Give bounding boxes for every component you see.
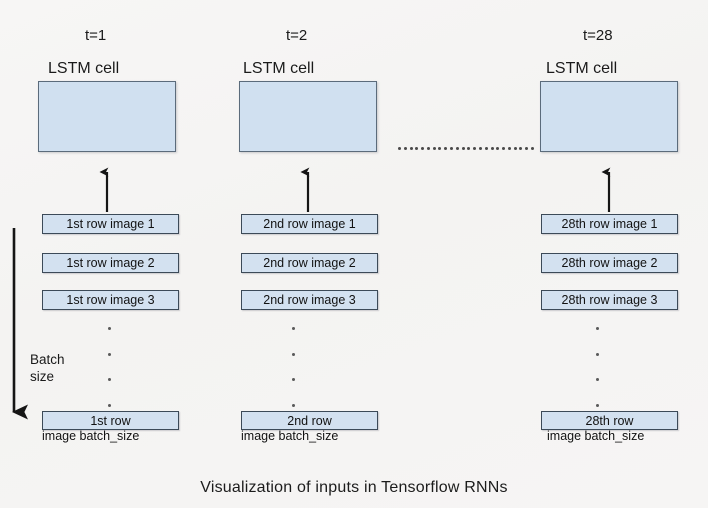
batch-size-label: Batch size	[30, 351, 65, 385]
ellipsis-dot	[507, 146, 511, 150]
row-box-t28-image2[interactable]: 28th row image 2	[541, 253, 678, 273]
ellipsis-dot	[403, 146, 407, 150]
ellipsis-dot	[484, 146, 488, 150]
ellipsis-dot	[519, 146, 523, 150]
row-box-t28-image3[interactable]: 28th row image 3	[541, 290, 678, 310]
row-box-t1-image3[interactable]: 1st row image 3	[42, 290, 179, 310]
ellipsis-dot	[421, 146, 425, 150]
ellipsis-dot	[473, 146, 477, 150]
ellipsis-dot	[461, 146, 465, 150]
row-box-t1-image2[interactable]: 1st row image 2	[42, 253, 179, 273]
lstm-cell-box-t2[interactable]	[239, 81, 377, 152]
lstm-cell-label-t1: LSTM cell	[48, 60, 120, 77]
row-box-t1-last[interactable]: 1st row	[42, 411, 179, 430]
row-box-t2-image2[interactable]: 2nd row image 2	[241, 253, 378, 273]
row-box-t28-last[interactable]: 28th row	[541, 411, 678, 430]
timestep-label-t1: t=1	[85, 27, 107, 44]
ellipsis-dot	[490, 146, 494, 150]
ellipsis-dot	[415, 146, 419, 150]
timestep-label-t28: t=28	[583, 27, 613, 44]
ellipsis-dot	[398, 146, 401, 150]
lstm-cell-box-t1[interactable]	[38, 81, 176, 152]
timestep-label-t2: t=2	[286, 27, 308, 44]
ellipsis-dot	[502, 146, 506, 150]
row-box-t2-last[interactable]: 2nd row	[241, 411, 378, 430]
row-box-t1-image1[interactable]: 1st row image 1	[42, 214, 179, 234]
ellipsis-dot	[530, 146, 534, 150]
ellipsis-dot	[525, 146, 529, 150]
ellipsis-dot	[496, 146, 500, 150]
row-box-t2-image1[interactable]: 2nd row image 1	[241, 214, 378, 234]
ellipsis-dot	[444, 146, 448, 150]
batch-size-label-line1: Batch	[30, 352, 65, 367]
ellipsis-dot	[455, 146, 459, 150]
figure-caption: Visualization of inputs in Tensorflow RN…	[200, 479, 508, 496]
horizontal-ellipsis	[398, 145, 534, 151]
lstm-cell-label-t2: LSTM cell	[243, 60, 315, 77]
vertical-ellipsis-t2	[292, 327, 295, 407]
vertical-ellipsis-t1	[108, 327, 111, 407]
row-box-t28-last-caption: image batch_size	[547, 429, 645, 443]
row-box-t2-image3[interactable]: 2nd row image 3	[241, 290, 378, 310]
batch-size-label-line2: size	[30, 369, 55, 384]
row-box-t28-image1[interactable]: 28th row image 1	[541, 214, 678, 234]
lstm-cell-box-t28[interactable]	[540, 81, 678, 152]
ellipsis-dot	[438, 146, 442, 150]
vertical-ellipsis-t28	[596, 327, 599, 407]
row-box-t2-last-caption: image batch_size	[241, 429, 339, 443]
ellipsis-dot	[432, 146, 436, 150]
ellipsis-dot	[426, 146, 430, 150]
ellipsis-dot	[467, 146, 471, 150]
ellipsis-dot	[478, 146, 482, 150]
ellipsis-dot	[409, 146, 413, 150]
ellipsis-dot	[513, 146, 517, 150]
ellipsis-dot	[450, 146, 454, 150]
lstm-cell-label-t28: LSTM cell	[546, 60, 618, 77]
row-box-t1-last-caption: image batch_size	[42, 429, 140, 443]
